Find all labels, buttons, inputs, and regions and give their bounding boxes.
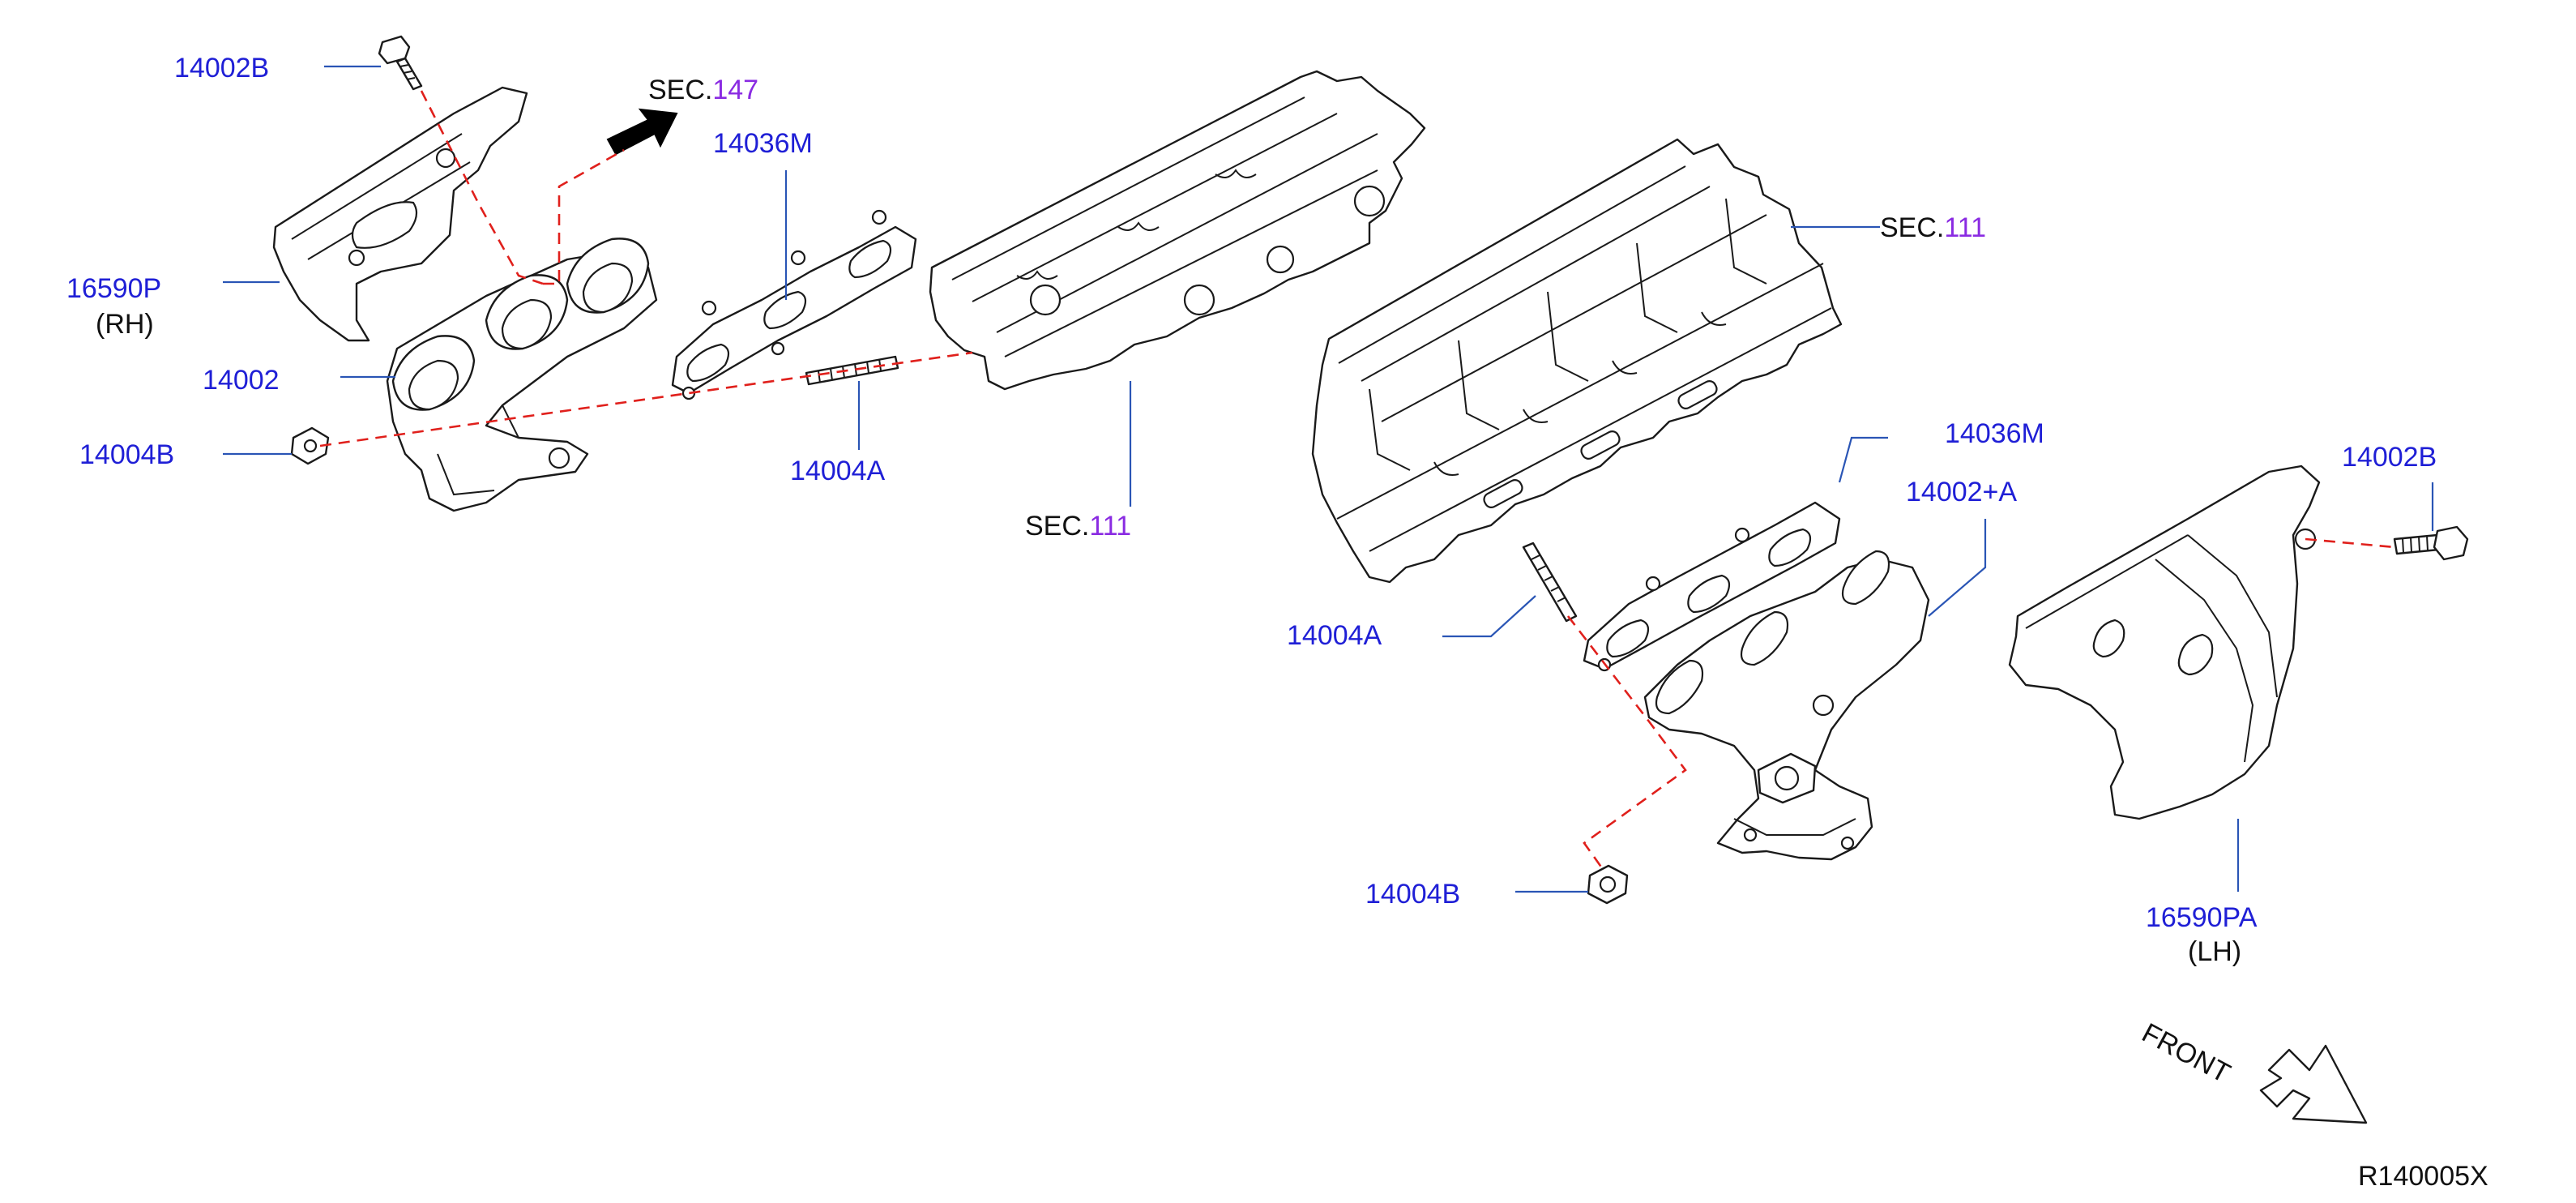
stud-lh [1522, 542, 1578, 623]
leader-lines [223, 65, 2434, 893]
label-14004b-lh: 14004B [1365, 879, 1461, 910]
label-rh-side: (RH) [96, 309, 154, 340]
label-lh-side: (LH) [2188, 936, 2242, 967]
nut-rh [290, 426, 330, 465]
label-sec-111-lh: SEC.111 [1880, 212, 1986, 243]
label-14002a: 14002+A [1906, 477, 2018, 507]
bolt-rh [378, 35, 423, 91]
label-14002b-rh: 14002B [174, 53, 270, 83]
front-arrow-icon [2259, 1044, 2368, 1124]
gasket-rh [671, 209, 917, 400]
label-14036m-lh: 14036M [1945, 418, 2044, 449]
label-sec-147: SEC.147 [648, 75, 758, 105]
label-14002b-lh: 14002B [2342, 442, 2437, 473]
sec-prefix: SEC. [1025, 511, 1090, 542]
heat-insulator-lh [2008, 465, 2321, 820]
stud-rh [805, 355, 899, 386]
sec-number: 111 [1944, 212, 1987, 243]
assembly-lines [319, 90, 2395, 872]
exhaust-manifold-rh [386, 238, 658, 512]
sec-prefix: SEC. [648, 75, 713, 105]
cylinder-head-lh [1311, 138, 1843, 584]
label-16590p: 16590P [66, 273, 162, 304]
bolt-lh [2393, 525, 2469, 561]
exhaust-manifold-lh [1643, 550, 1930, 861]
label-14036m-rh: 14036M [713, 128, 813, 159]
heat-insulator-rh [272, 86, 528, 342]
label-sec-111-rh: SEC.111 [1025, 511, 1131, 542]
label-14002: 14002 [203, 365, 280, 396]
exhaust-arrow-icon [606, 108, 678, 156]
diagram-code: R140005X [2358, 1161, 2488, 1192]
sec-number: 147 [712, 75, 759, 105]
label-14004b-rh: 14004B [79, 439, 175, 470]
sec-number: 111 [1089, 511, 1132, 542]
label-14004a-rh: 14004A [790, 456, 886, 486]
label-16590pa: 16590PA [2146, 902, 2258, 933]
label-14004a-lh: 14004A [1287, 620, 1382, 651]
sec-prefix: SEC. [1880, 212, 1945, 243]
cylinder-head-rh [929, 70, 1426, 391]
gasket-lh [1583, 501, 1841, 672]
nut-lh [1587, 864, 1629, 905]
